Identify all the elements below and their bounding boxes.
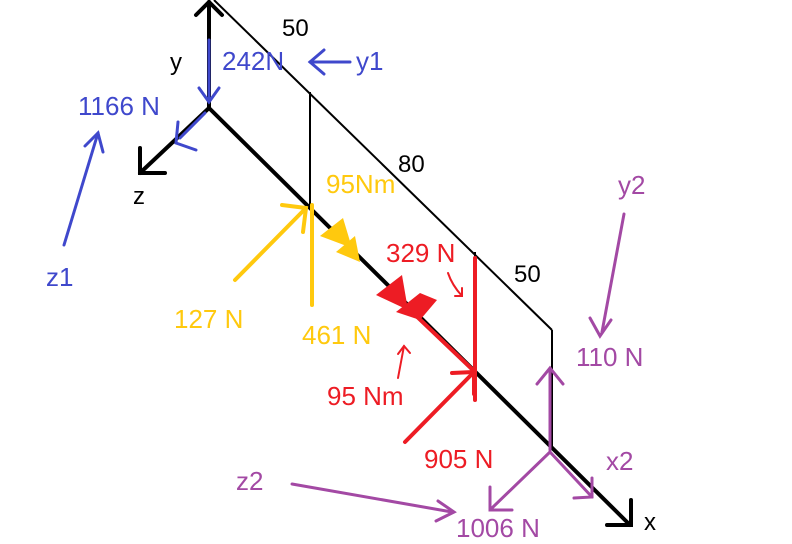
bearing2-fy-label: 110 N [576, 342, 643, 372]
y-axis-arrowhead [194, 0, 224, 17]
bearing1-fz-arrow [178, 111, 207, 140]
bearing2-fz-arrowhead [488, 485, 514, 512]
z1-arrowhead [83, 130, 105, 154]
bearing1-fy-arrowhead [197, 86, 221, 105]
z1-arrow [62, 131, 100, 247]
bearing2-group [290, 212, 626, 523]
gear2-group [403, 256, 477, 444]
bearing1-fz-label: 1166 N [78, 91, 160, 121]
bearing1-fy-label: 242N [222, 46, 284, 76]
axis-x-label: x [644, 509, 656, 536]
gear1-rad-label: 461 N [302, 320, 371, 350]
gear2-moment-head-2 [396, 293, 437, 320]
z2-arrowhead [434, 499, 457, 523]
bearing2-fz-arrow [490, 450, 552, 510]
z2-label: z2 [236, 466, 263, 496]
gear2-moment-label: 95 Nm [327, 381, 404, 411]
gear1-tan-label: 127 N [174, 304, 243, 334]
y2-arrow [600, 212, 626, 334]
dim-label-1: 50 [282, 15, 309, 42]
gear1-group [233, 203, 314, 307]
y2-arrowhead [588, 316, 613, 339]
gear2-fa-label: 329 N [386, 238, 455, 268]
gear2-diag-arrow [403, 370, 476, 444]
gear2-moment-stem [408, 308, 477, 374]
gear1-tan-arrow [233, 206, 308, 282]
y1-label: y1 [356, 46, 383, 76]
gear1-tan-arrowhead [280, 203, 309, 234]
gear1-moment-head-1 [320, 218, 352, 248]
gear1-moment-arrow [320, 218, 360, 262]
z1-label: z1 [46, 262, 73, 292]
gear2-pointer-b-head [397, 344, 411, 355]
bearing1-group [62, 38, 352, 247]
gear1-moment-label: 95Nm [326, 169, 395, 199]
x-axis-arrowhead [605, 498, 633, 527]
x2-label: x2 [606, 446, 633, 476]
y2-label: y2 [618, 170, 645, 200]
axis-z-label: z [133, 183, 145, 210]
dim-line [213, 0, 553, 331]
axis-y-label: y [170, 49, 182, 76]
gear1-moment-head-2 [336, 236, 360, 262]
gear2-pointers [397, 272, 463, 379]
gear2-fb-label: 905 N [424, 444, 493, 474]
gear2-pointer-b [397, 345, 405, 379]
dim-label-2: 80 [398, 151, 425, 178]
gear2-moment-arrow [376, 275, 437, 320]
gear2-pointer-a [447, 272, 463, 297]
dim-label-3: 50 [514, 261, 541, 288]
gear2-moment-head-1 [376, 275, 408, 310]
bearing2-fx-arrow [548, 450, 594, 499]
bearing2-fz-label: 1006 N [456, 513, 540, 543]
bearing2-fx-arrowhead [572, 476, 594, 500]
bearing1-fz-arrowhead [174, 120, 198, 152]
gear2-pointer-a-head [454, 287, 463, 297]
y1-arrowhead [307, 48, 326, 76]
z-axis-arrowhead [138, 146, 167, 175]
z2-arrow [290, 482, 454, 514]
bearing2-fy-arrowhead [535, 365, 565, 386]
